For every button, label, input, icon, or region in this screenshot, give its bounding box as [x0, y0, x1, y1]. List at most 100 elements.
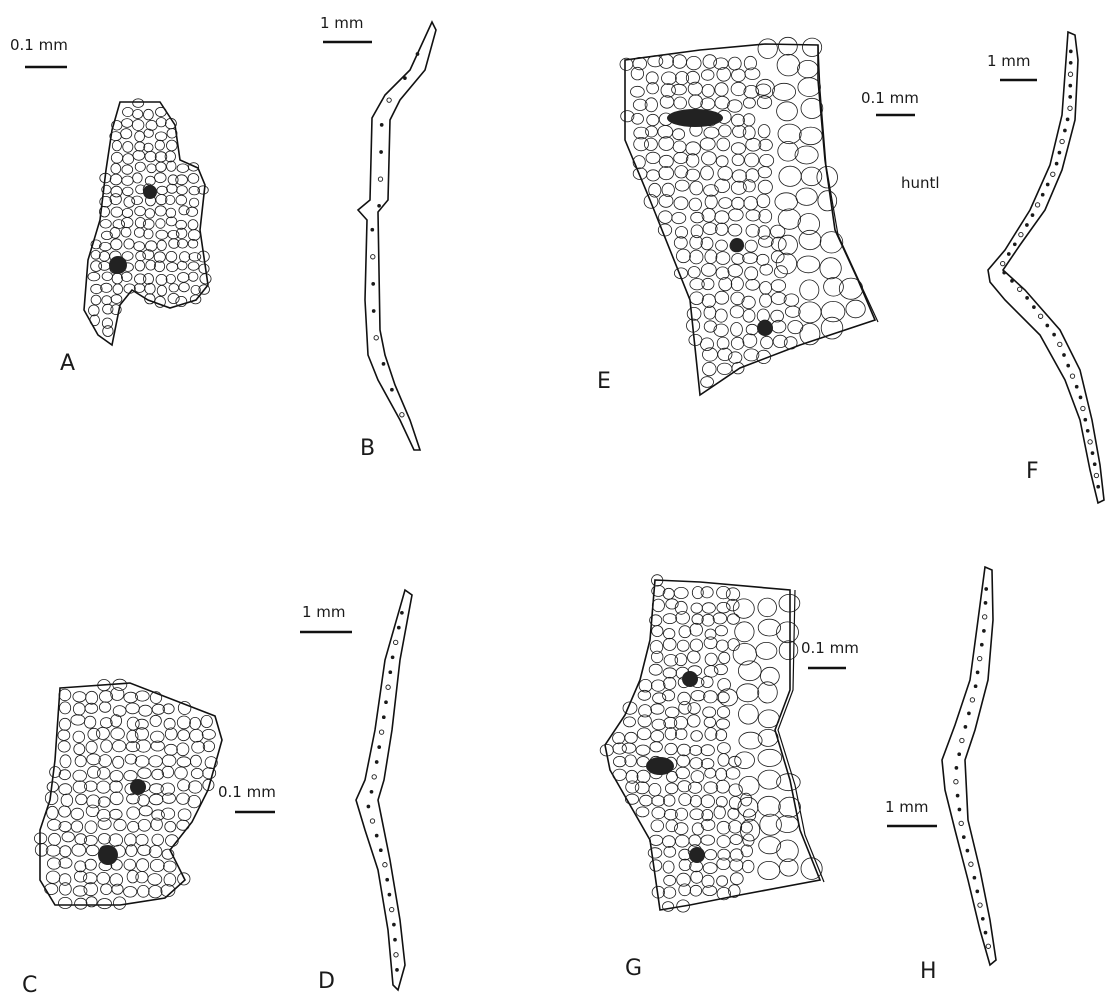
vein-dot: [404, 77, 407, 80]
vein-dot: [396, 969, 399, 972]
vein-dot: [371, 228, 374, 231]
vein-dot: [401, 611, 404, 614]
vein-dot: [1097, 485, 1100, 488]
vein-dot: [1046, 324, 1049, 327]
vein-dot: [984, 602, 987, 605]
vein-dot: [1041, 193, 1044, 196]
vein-dot: [1007, 253, 1010, 256]
tissue-outline-e: [625, 44, 875, 395]
vein-dot: [984, 931, 987, 934]
vein-dot: [382, 363, 385, 366]
vein-dot: [375, 834, 378, 837]
vein-dot: [380, 124, 383, 127]
panel-b: 1 mm B: [320, 14, 436, 461]
vein-dot: [1086, 429, 1089, 432]
vein-dot: [1069, 61, 1072, 64]
vein-dot: [958, 753, 961, 756]
vein-dot: [1084, 418, 1087, 421]
panel-label-g: G: [625, 956, 642, 981]
vein-dot: [974, 685, 977, 688]
leaf-outline-d: [356, 590, 412, 990]
scale-label-d: 1 mm: [302, 603, 346, 621]
panel-h: 1 mm H: [885, 567, 996, 984]
vein-dot: [388, 893, 391, 896]
scale-label-b: 1 mm: [320, 14, 364, 32]
vein-dot: [370, 790, 373, 793]
scale-label-g: 0.1 mm: [801, 639, 859, 657]
vein-dot: [973, 876, 976, 879]
panel-c: 0.1 mm C: [22, 679, 276, 998]
vein-dot: [1033, 306, 1036, 309]
vein-dot: [416, 53, 419, 56]
vascular-bundle-a2: [109, 256, 127, 274]
vein-dot: [375, 761, 378, 764]
vein-dot: [1003, 271, 1006, 274]
vein-dot: [378, 204, 381, 207]
vein-dot: [968, 712, 971, 715]
vein-dot: [1064, 129, 1067, 132]
vein-dot: [964, 726, 967, 729]
vein-dot: [1058, 151, 1061, 154]
vein-dot: [1063, 354, 1066, 357]
vein-dot: [380, 151, 383, 154]
scale-label-h: 1 mm: [885, 798, 929, 816]
vein-dot: [1066, 118, 1069, 121]
vein-dot: [372, 283, 375, 286]
panel-label-e: E: [597, 369, 611, 394]
vein-dot: [1055, 162, 1058, 165]
vein-dot: [985, 588, 988, 591]
vein-dot: [981, 917, 984, 920]
vein-dot: [372, 310, 375, 313]
vein-dot: [962, 836, 965, 839]
handwritten-note: huntl: [901, 174, 940, 192]
vein-dot: [976, 671, 979, 674]
vein-dot: [378, 746, 381, 749]
vascular-bundle-e3: [757, 320, 773, 336]
vein-dot: [1079, 396, 1082, 399]
vein-dot: [1067, 364, 1070, 367]
vein-dot: [382, 716, 385, 719]
leaf-outline-f: [988, 32, 1104, 503]
scale-label-f: 1 mm: [987, 52, 1031, 70]
vein-dot: [976, 890, 979, 893]
panel-a: 0.1 mm A: [10, 36, 211, 376]
scale-label-e: 0.1 mm: [861, 89, 919, 107]
vein-dot: [956, 794, 959, 797]
vein-dot: [1075, 385, 1078, 388]
panel-label-a: A: [60, 351, 75, 376]
vein-dot: [955, 767, 958, 770]
vascular-bundle-e1: [667, 109, 723, 127]
vein-dot: [367, 805, 370, 808]
panel-g: 0.1 mm G: [600, 575, 859, 981]
panel-label-d: D: [318, 969, 335, 994]
panel-e: 0.1 mm huntl E: [597, 37, 940, 395]
vein-dot: [1026, 297, 1029, 300]
vein-dot: [1011, 280, 1014, 283]
vein-dot: [1091, 452, 1094, 455]
vein-dot: [1069, 84, 1072, 87]
vascular-bundle-e2: [730, 238, 744, 252]
panel-label-f: F: [1026, 459, 1039, 484]
vascular-bundle-g1: [682, 671, 698, 687]
vein-dot: [1069, 50, 1072, 53]
vein-dot: [1046, 183, 1049, 186]
vein-dot: [1031, 214, 1034, 217]
vein-dot: [386, 878, 389, 881]
panel-label-b: B: [360, 436, 375, 461]
vein-dot: [1013, 243, 1016, 246]
vein-dot: [391, 388, 394, 391]
leaf-outline-h: [942, 567, 996, 965]
vein-dot: [393, 923, 396, 926]
vascular-bundle-g2: [646, 757, 674, 775]
vascular-bundle-c2: [98, 845, 118, 865]
vein-dot: [983, 630, 986, 633]
vein-dot: [1026, 224, 1029, 227]
vein-dot: [980, 643, 983, 646]
leaf-outline-b: [358, 22, 436, 450]
vein-dot: [397, 626, 400, 629]
vascular-bundle-a1: [143, 185, 157, 199]
vein-dot: [958, 808, 961, 811]
vascular-bundle-c1: [130, 779, 146, 795]
vein-dot: [391, 656, 394, 659]
